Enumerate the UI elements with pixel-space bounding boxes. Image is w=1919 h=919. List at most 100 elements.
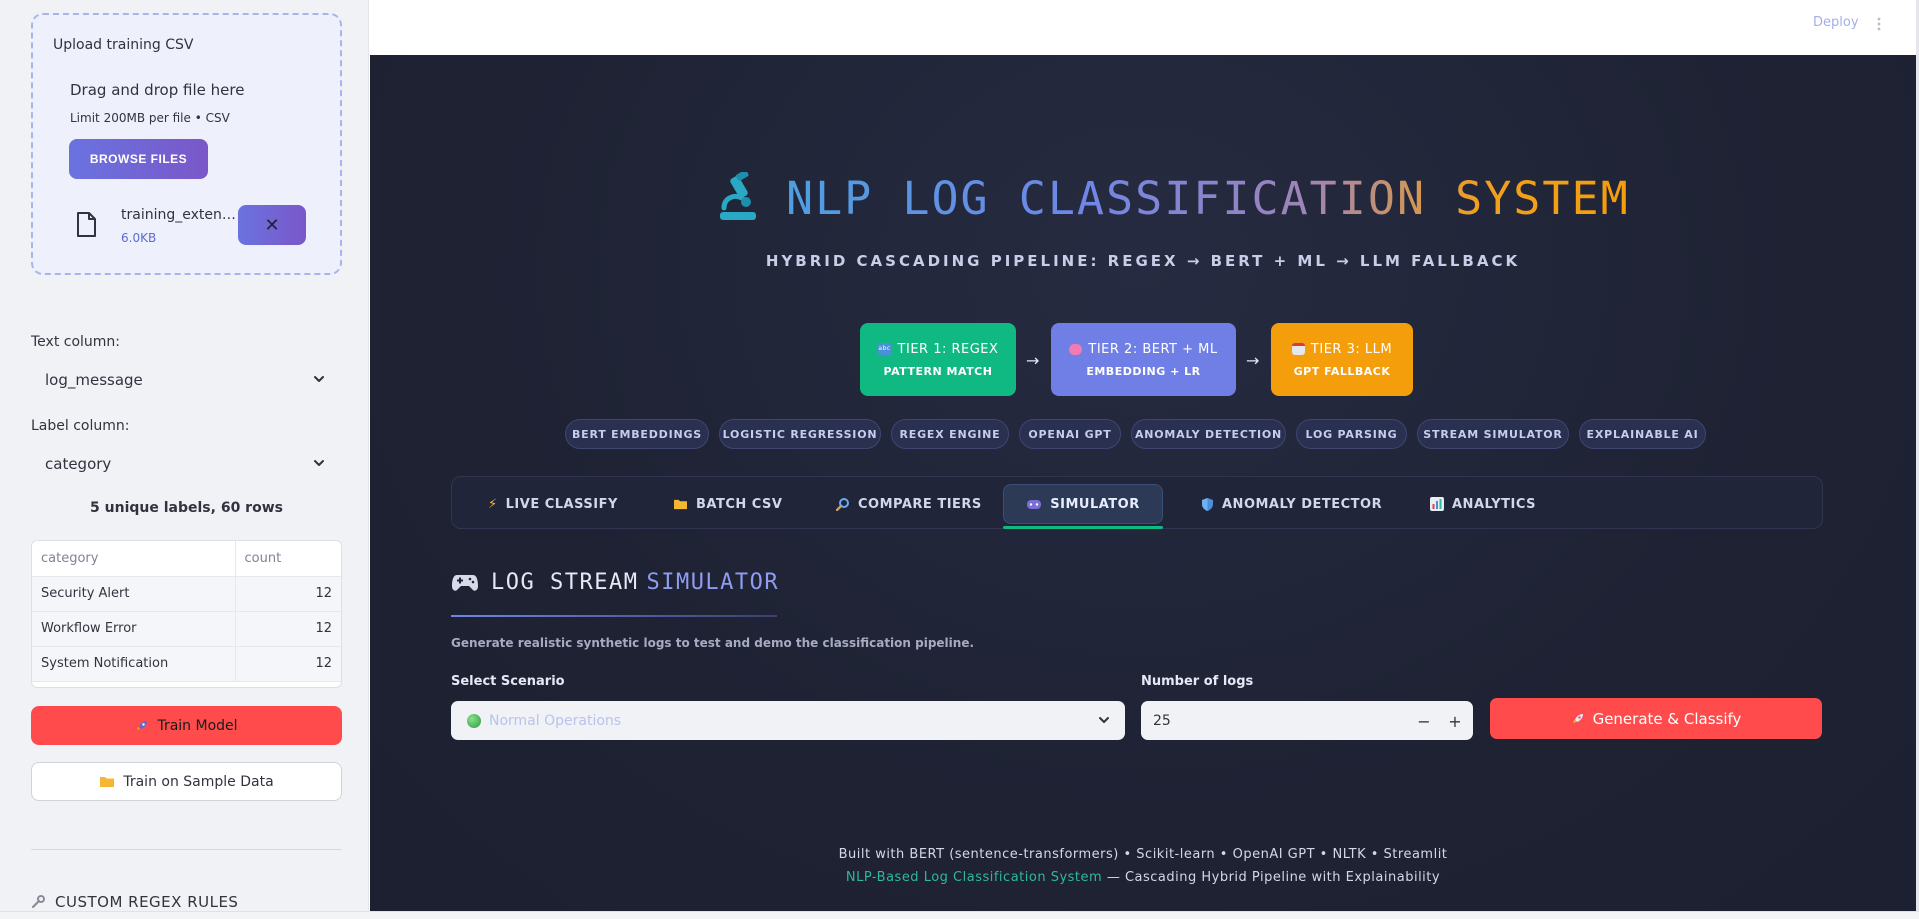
table-cell: 12	[234, 611, 341, 647]
footer-tagline: NLP-Based Log Classification System — Ca…	[370, 870, 1916, 885]
feature-chip: OPENAI GPT	[1019, 419, 1121, 449]
text-column-value: log_message	[45, 371, 143, 389]
tab-label: ANOMALY DETECTOR	[1222, 496, 1383, 512]
file-icon	[77, 212, 96, 237]
table-row: Workflow Error 12	[32, 611, 341, 647]
hero-subtitle: HYBRID CASCADING PIPELINE: REGEX → BERT …	[765, 252, 1521, 270]
label-column-select[interactable]: category	[31, 444, 342, 484]
tier-subtitle: GPT FALLBACK	[1293, 364, 1391, 378]
rocket-icon	[137, 720, 148, 730]
arrow-right-icon: →	[1026, 351, 1040, 370]
feature-chip: REGEX ENGINE	[891, 419, 1009, 449]
label-counts-table[interactable]: category count Security Alert 12 Workflo…	[31, 540, 342, 688]
uploader-limit-text: Limit 200MB per file • CSV	[70, 111, 230, 125]
feature-chip: ANOMALY DETECTION	[1131, 419, 1286, 449]
table-cell: Workflow Error	[32, 611, 235, 647]
train-model-label: Train Model	[157, 717, 238, 734]
magnifier-icon	[836, 498, 849, 511]
brain-icon	[1069, 343, 1083, 355]
tier-subtitle: EMBEDDING + LR	[1086, 364, 1201, 378]
folder-icon	[100, 777, 115, 787]
simulator-title-word1: LOG STREAM	[491, 570, 639, 595]
tab-label: SIMULATOR	[1050, 496, 1140, 512]
deploy-button[interactable]: Deploy	[1813, 15, 1859, 30]
bar-chart-icon	[1430, 497, 1444, 511]
horizontal-scrollbar[interactable]	[0, 911, 1919, 919]
chevron-down-icon	[1099, 717, 1109, 723]
custom-regex-heading[interactable]: CUSTOM REGEX RULES	[31, 893, 238, 911]
section-underline	[451, 615, 777, 617]
file-uploader-dropzone[interactable]: Upload training CSV Drag and drop file h…	[31, 13, 342, 275]
increment-button[interactable]: +	[1448, 711, 1462, 731]
sidebar-divider	[31, 849, 342, 850]
rocket-icon	[1572, 713, 1583, 723]
tier-title: TIER 3: LLM	[1310, 341, 1393, 357]
simulator-description: Generate realistic synthetic logs to tes…	[451, 636, 975, 650]
tab-label: LIVE CLASSIFY	[505, 496, 618, 512]
uploader-title: Upload training CSV	[53, 37, 194, 53]
table-cell: 12	[234, 646, 341, 682]
feature-chip: STREAM SIMULATOR	[1417, 419, 1569, 449]
footer-credits: Built with BERT (sentence-transformers) …	[838, 847, 1448, 862]
count-label: Number of logs	[1141, 674, 1254, 689]
tier-card-bert: TIER 2: BERT + ML EMBEDDING + LR	[1051, 323, 1236, 396]
tab-simulator[interactable]: SIMULATOR	[1003, 484, 1163, 524]
footer-tagline-rest: — Cascading Hybrid Pipeline with Explain…	[1102, 870, 1441, 885]
tier-title: TIER 1: REGEX	[897, 341, 999, 357]
feature-chip: LOG PARSING	[1296, 419, 1407, 449]
train-on-sample-button[interactable]: Train on Sample Data	[31, 762, 342, 801]
label-column-label: Label column:	[31, 418, 130, 434]
scenario-select[interactable]: Normal Operations	[451, 701, 1125, 740]
label-column-value: category	[45, 455, 112, 473]
table-header[interactable]: category	[32, 541, 235, 577]
tier-card-llm: TIER 3: LLM GPT FALLBACK	[1271, 323, 1413, 396]
remove-file-button[interactable]: ✕	[238, 205, 306, 245]
table-header[interactable]: count	[234, 541, 341, 577]
text-column-select[interactable]: log_message	[31, 360, 342, 400]
vertical-scrollbar[interactable]	[1916, 0, 1919, 911]
browse-files-button[interactable]: BROWSE FILES	[69, 139, 208, 179]
arrow-right-icon: →	[1246, 351, 1260, 370]
app-header	[370, 0, 1919, 55]
green-circle-icon	[467, 713, 481, 728]
folder-icon	[674, 499, 687, 510]
train-model-button[interactable]: Train Model	[31, 706, 342, 745]
main-menu-icon[interactable]	[1875, 14, 1883, 34]
custom-regex-label: CUSTOM REGEX RULES	[55, 893, 239, 911]
wrench-icon	[31, 895, 45, 909]
microscope-icon	[720, 172, 756, 220]
decrement-button[interactable]: −	[1417, 711, 1431, 731]
footer-app-name: NLP-Based Log Classification System	[845, 870, 1103, 885]
text-column-label: Text column:	[31, 334, 121, 350]
unique-labels-info: 5 unique labels, 60 rows	[90, 500, 283, 516]
tier-title: TIER 2: BERT + ML	[1088, 341, 1218, 357]
tab-label: ANALYTICS	[1452, 496, 1537, 512]
log-count-value: 25	[1153, 712, 1171, 729]
tab-analytics[interactable]: ANALYTICS	[1420, 484, 1546, 524]
table-cell: 12	[234, 576, 341, 612]
sidebar: Upload training CSV Drag and drop file h…	[0, 0, 369, 911]
tab-compare-tiers[interactable]: COMPARE TIERS	[826, 484, 992, 524]
log-count-input[interactable]: 25 − +	[1141, 701, 1473, 740]
feature-chip: EXPLAINABLE AI	[1579, 419, 1706, 449]
generate-classify-button[interactable]: Generate & Classify	[1490, 698, 1822, 739]
feature-chip: LOGISTIC REGRESSION	[719, 419, 881, 449]
shield-icon	[1202, 497, 1213, 511]
tab-live-classify[interactable]: ⚡ LIVE CLASSIFY	[478, 484, 628, 524]
gamepad-icon	[452, 574, 478, 591]
uploaded-file-size: 6.0KB	[121, 231, 157, 245]
train-on-sample-label: Train on Sample Data	[123, 773, 274, 790]
uploader-drag-text: Drag and drop file here	[70, 81, 245, 99]
gamepad-icon	[1027, 499, 1042, 509]
tab-anomaly-detector[interactable]: ANOMALY DETECTOR	[1191, 484, 1392, 524]
generate-classify-label: Generate & Classify	[1592, 709, 1742, 728]
scenario-value: Normal Operations	[489, 712, 622, 729]
simulator-title-word2: SIMULATOR	[646, 570, 780, 595]
table-row: System Notification 12	[32, 646, 341, 682]
close-icon: ✕	[264, 214, 280, 236]
lightning-icon: ⚡	[488, 496, 498, 512]
tab-batch-csv[interactable]: BATCH CSV	[663, 484, 792, 524]
chevron-down-icon	[314, 376, 324, 382]
chevron-down-icon	[314, 460, 324, 466]
active-tab-indicator	[1003, 526, 1163, 529]
